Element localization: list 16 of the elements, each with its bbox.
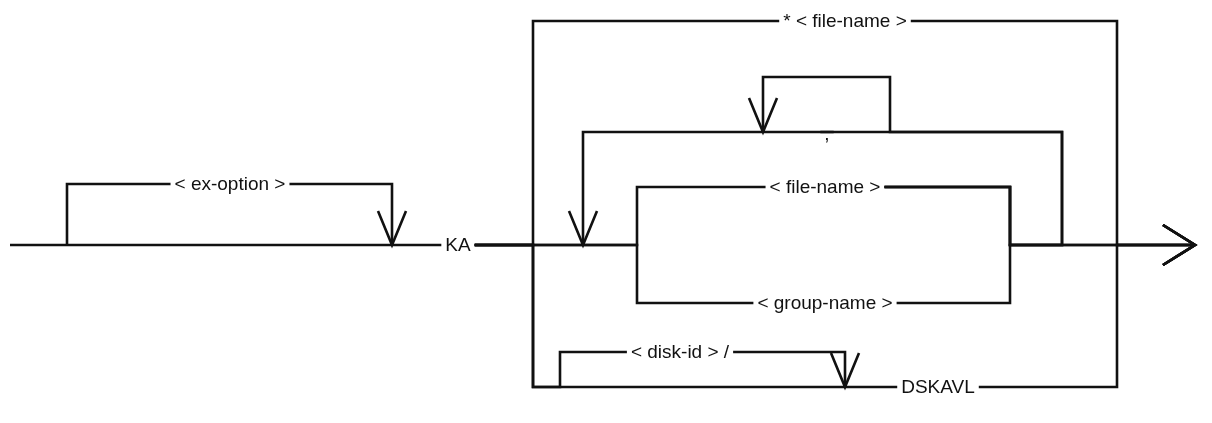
arrow bbox=[567, 130, 834, 249]
connector-line bbox=[65, 182, 171, 245]
keyword-text: DSKAVL bbox=[901, 376, 975, 398]
connector-line bbox=[10, 243, 442, 247]
syntax-term: < disk-id > / bbox=[630, 341, 730, 363]
arrow bbox=[289, 182, 408, 249]
syntax-term: < group-name > bbox=[757, 292, 893, 314]
syntax-term: * < file-name > bbox=[783, 10, 907, 32]
separator-text: , bbox=[824, 123, 830, 145]
arrow bbox=[747, 75, 1064, 247]
arrow bbox=[978, 223, 1198, 389]
syntax-term: < ex-option > bbox=[174, 173, 286, 195]
keyword-text: KA bbox=[445, 234, 471, 256]
syntax-term: < file-name > bbox=[769, 176, 881, 198]
connector-line bbox=[474, 243, 627, 389]
arrow bbox=[733, 350, 861, 391]
